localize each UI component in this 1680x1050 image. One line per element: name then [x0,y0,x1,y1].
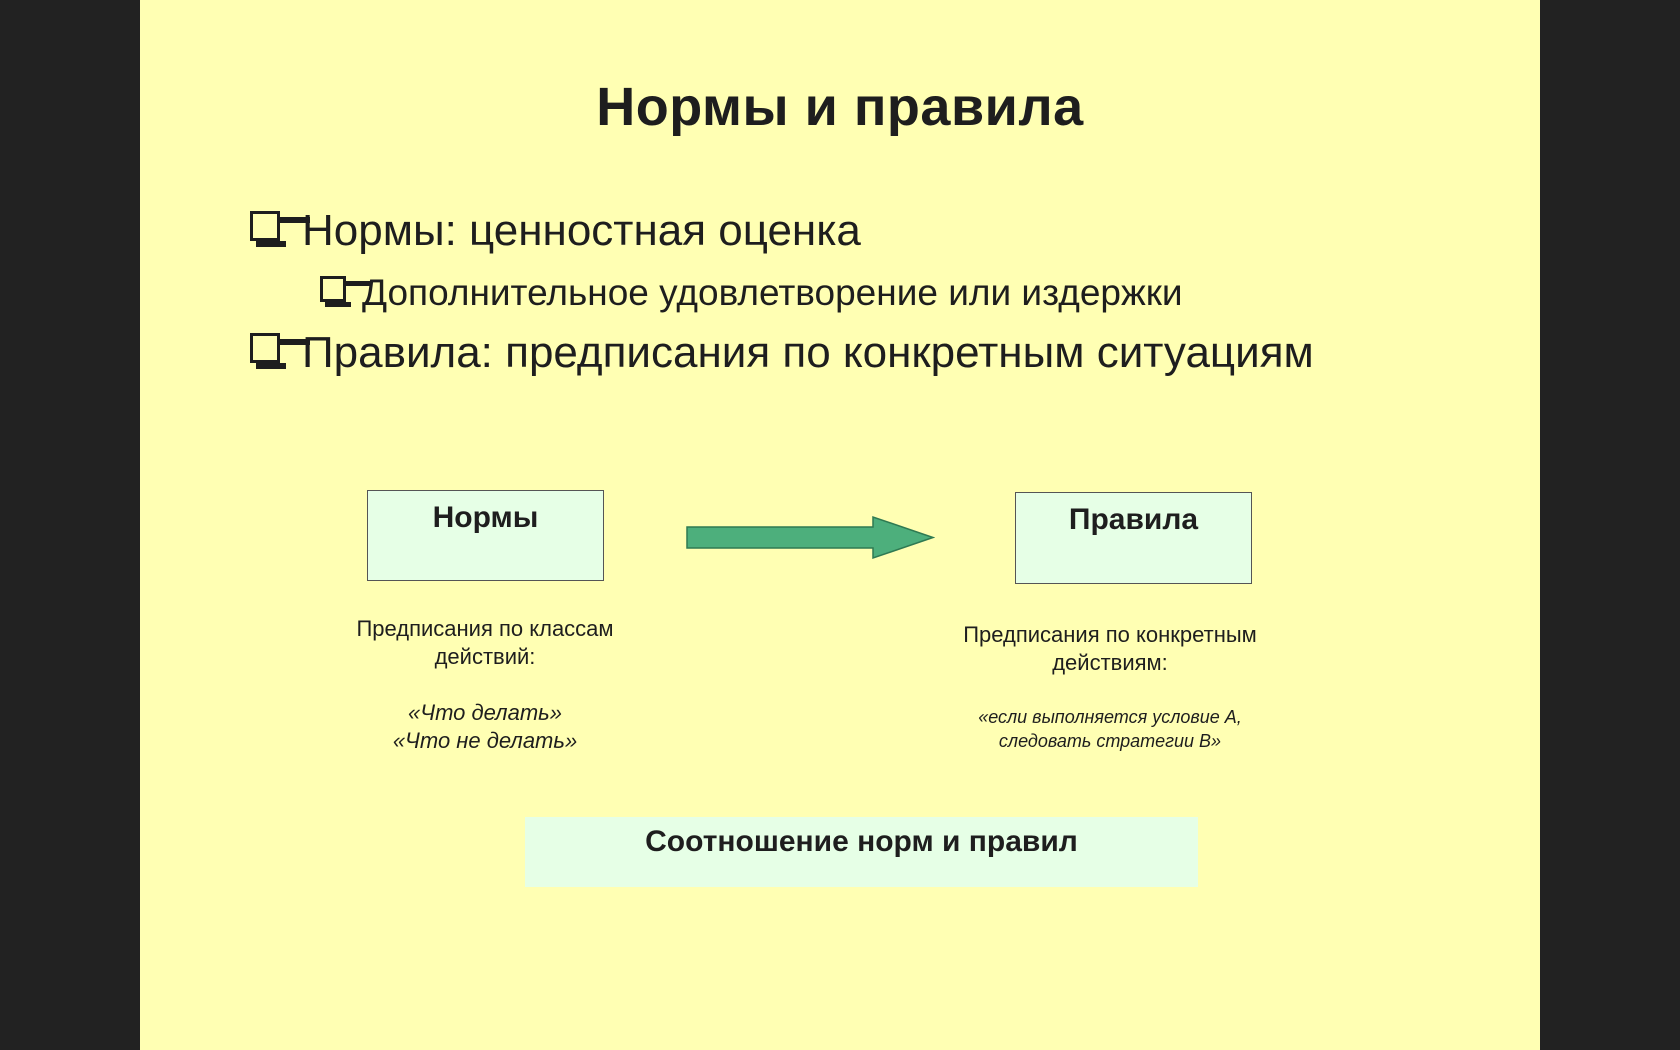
right-arrow-icon [686,515,935,560]
checkbox-bullet-icon [250,333,290,373]
bullet-norms: Нормы: ценностная оценка [250,206,861,256]
bullet-rules: Правила: предписания по конкретным ситуа… [250,328,1314,378]
bullet-text: Дополнительное удовлетворение или издерж… [362,272,1183,313]
bullet-text: Нормы: ценностная оценка [302,206,861,255]
slide: Нормы и правила Нормы: ценностная оценка… [140,0,1540,1050]
rules-description: Предписания по конкретным действиям: «ес… [940,621,1280,753]
norms-example: «Что делать» «Что не делать» [310,699,660,755]
norms-description: Предписания по классам действий: «Что де… [310,615,660,755]
desc-line: действиям: [1052,650,1168,675]
rules-example: «если выполняется условие А, следовать с… [940,705,1280,753]
norms-box: Нормы [367,490,604,581]
quote-line: следовать стратегии В» [998,731,1222,751]
slide-title: Нормы и правила [596,77,1084,137]
quote-line: «Что не делать» [392,728,578,753]
desc-line: действий: [434,644,536,669]
diagram-caption: Соотношение норм и правил [525,817,1198,887]
quote-line: «Что делать» [408,700,562,725]
checkbox-bullet-icon [250,211,290,251]
desc-line: Предписания по классам [356,616,614,641]
rules-box: Правила [1015,492,1252,584]
bullet-text: Правила: предписания по конкретным ситуа… [302,328,1314,377]
quote-line: «если выполняется условие А, [978,707,1242,727]
desc-line: Предписания по конкретным [963,622,1257,647]
checkbox-bullet-icon [320,276,354,310]
sub-bullet-satisfaction: Дополнительное удовлетворение или издерж… [320,272,1183,314]
